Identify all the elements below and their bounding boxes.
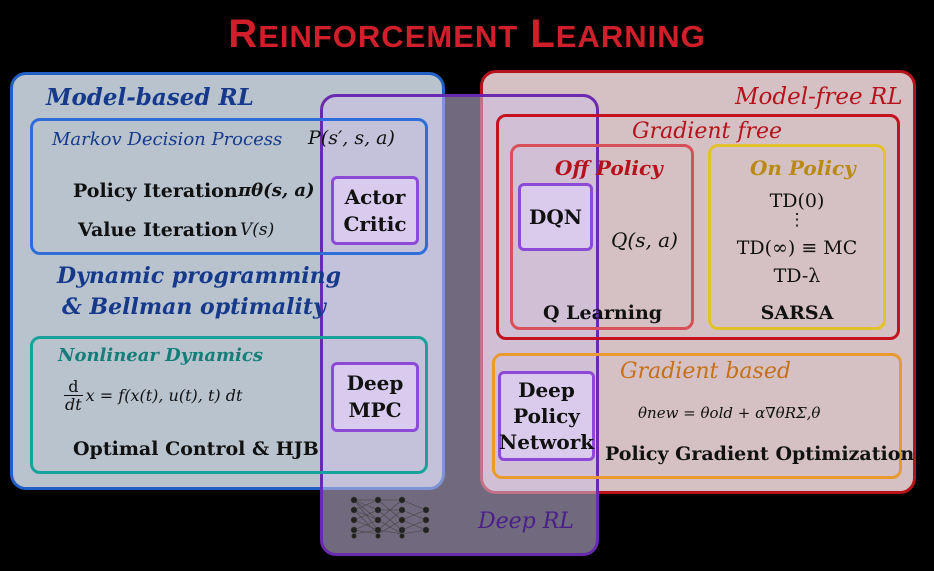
title-letter-r: R: [228, 12, 259, 56]
nonlinear-equation: d dt x = f(x(t), u(t), t) dt: [64, 378, 242, 413]
nonlinear-dynamics-box: [30, 336, 428, 474]
equation-body: x = f(x(t), u(t), t) dt: [85, 386, 243, 405]
sarsa-label: SARSA: [760, 302, 834, 324]
gradient-free-heading: Gradient free: [632, 119, 783, 144]
gradient-based-box: [492, 353, 902, 479]
diagram-title: REINFORCEMENT LEARNING: [0, 12, 934, 57]
on-policy-box: [708, 144, 886, 330]
deep-mpc-box: Deep MPC: [331, 362, 419, 432]
td-0-label: TD(0): [769, 190, 825, 212]
td-ellipsis: ⋮: [788, 210, 806, 230]
mdp-formula: P(s′, s, a): [308, 127, 395, 149]
model-free-heading: Model-free RL: [735, 84, 903, 110]
fraction-denominator: dt: [64, 395, 83, 414]
title-letter-l: L: [530, 12, 556, 56]
value-iteration-label: Value Iteration: [78, 219, 238, 241]
deep-rl-region: [320, 94, 599, 556]
policy-iteration-label: Policy Iteration: [73, 180, 238, 202]
td-infinity-label: TD(∞) ≡ MC: [736, 237, 858, 259]
td-lambda-label: TD-λ: [773, 265, 821, 287]
dqn-box: DQN: [518, 183, 593, 251]
off-policy-heading: Off Policy: [555, 156, 663, 180]
dp-line-2: & Bellman optimality: [62, 294, 326, 320]
policy-gradient-formula: θnew = θold + α∇θRΣ,θ: [638, 404, 821, 422]
q-function-formula: Q(s, a): [611, 228, 678, 252]
deep-policy-network-label: Deep Policy Network: [498, 378, 595, 454]
gradient-free-box: [496, 114, 900, 340]
derivative-fraction: d dt: [64, 378, 83, 413]
deep-policy-network-box: Deep Policy Network: [498, 371, 595, 461]
policy-iteration-formula: πθ(s, a): [238, 180, 315, 201]
off-policy-box: [510, 144, 694, 330]
title-word-1: EINFORCEMENT: [258, 19, 519, 54]
q-learning-label: Q Learning: [543, 302, 663, 324]
mdp-heading: Markov Decision Process: [52, 129, 283, 150]
dqn-label: DQN: [528, 204, 583, 229]
policy-gradient-label: Policy Gradient Optimization: [605, 443, 915, 465]
mdp-box: [30, 118, 428, 255]
deep-mpc-label: Deep MPC: [346, 371, 404, 422]
dp-line-1: Dynamic programming: [57, 263, 341, 289]
actor-critic-label: Actor Critic: [343, 184, 407, 236]
fraction-numerator: d: [68, 377, 79, 396]
neural-network-icon: [350, 496, 430, 539]
nonlinear-heading: Nonlinear Dynamics: [58, 345, 263, 366]
title-word-2: EARNING: [555, 19, 706, 54]
on-policy-heading: On Policy: [750, 156, 856, 180]
value-iteration-formula: V(s): [240, 220, 275, 240]
gradient-based-heading: Gradient based: [620, 359, 791, 384]
actor-critic-box: Actor Critic: [331, 176, 419, 245]
deep-rl-heading: Deep RL: [478, 509, 574, 534]
optimal-control-label: Optimal Control & HJB: [73, 438, 319, 460]
model-based-heading: Model-based RL: [46, 84, 254, 111]
